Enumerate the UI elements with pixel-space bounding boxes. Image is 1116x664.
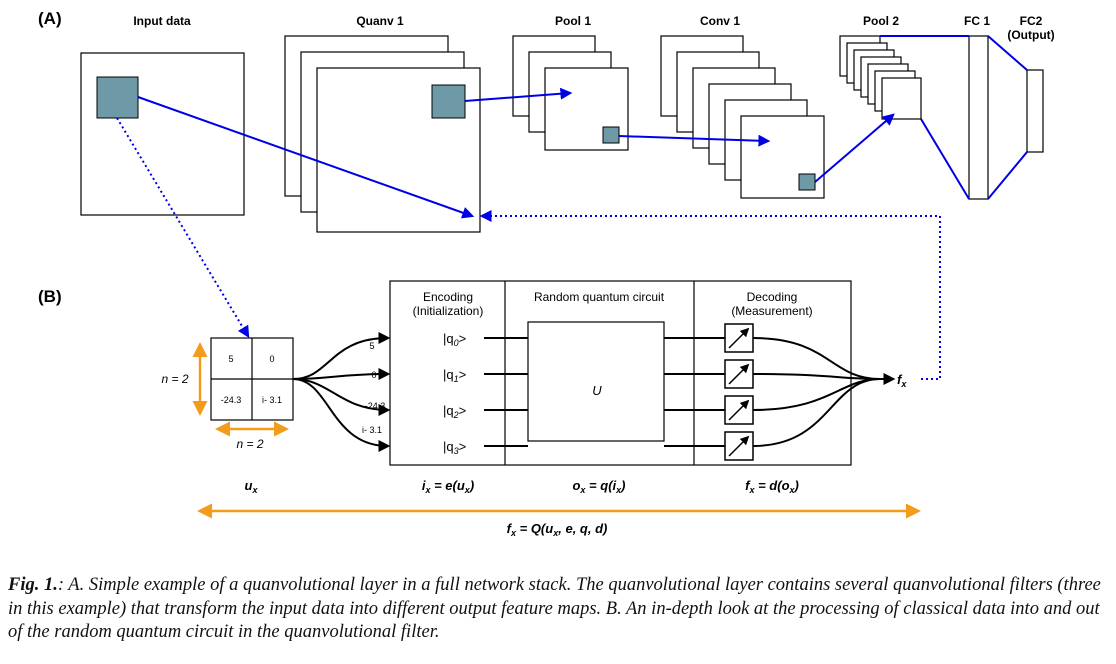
grid-cell-3: i- 3.1 (262, 395, 282, 405)
fc2-subtitle: (Output) (1007, 28, 1054, 42)
pool1-title: Pool 1 (555, 14, 591, 28)
wire-value-3: i- 3.1 (362, 425, 382, 435)
wire-value-2: -24.3 (365, 401, 386, 411)
caption-text: : A. Simple example of a quanvolutional … (8, 575, 1101, 642)
fc1-layer (968, 35, 989, 200)
conv1-to-pool2-arrow (814, 113, 895, 183)
measurement-meter-icon (724, 431, 754, 461)
encoding-title: Encoding (423, 290, 473, 304)
decoding-subtitle: (Measurement) (731, 304, 812, 318)
formula-fx: fx = d(ox) (745, 478, 799, 495)
grid-cell-0: 5 (228, 354, 233, 364)
wire-value-0: 5 (369, 341, 374, 351)
wire-value-1: 0 (371, 370, 376, 380)
panel-b-label: (B) (38, 287, 62, 306)
input-to-quanv-arrow (137, 96, 475, 219)
wire-out-1 (752, 373, 881, 380)
measurement-meter-icon (724, 323, 754, 353)
wire-out-0 (752, 337, 881, 380)
measurement-meter-icon (724, 359, 754, 389)
fc2-title: FC2 (1020, 14, 1043, 28)
patch-to-grid-dotted-arrow (116, 117, 250, 339)
wire-in-1 (292, 368, 391, 381)
random-circuit-title: Random quantum circuit (534, 290, 665, 304)
wire-in-3 (292, 378, 391, 452)
caption-lead: Fig. 1. (8, 575, 58, 595)
decoding-title: Decoding (747, 290, 798, 304)
pool2-fc1-bottom-line (920, 118, 970, 200)
encoding-subtitle: (Initialization) (413, 304, 484, 318)
output-fx-label: fx (897, 372, 907, 389)
qubit-label-3: |q3> (443, 439, 466, 456)
unitary-box (527, 321, 665, 442)
wire-out-3 (752, 378, 881, 447)
pool1-to-conv1-arrow (618, 134, 771, 147)
panel-a-label: (A) (38, 9, 62, 28)
formula-ix: ix = e(ux) (422, 478, 474, 495)
unitary-label: U (592, 383, 602, 398)
formula-ux: ux (245, 478, 259, 495)
grid-cell-2: -24.3 (221, 395, 242, 405)
pool1-patch (602, 126, 620, 144)
fc2-output-layer (1026, 69, 1044, 153)
formula-total: fx = Q(ux, e, q, d) (507, 521, 608, 538)
qubit-label-0: |q0> (443, 331, 466, 348)
fc1-fc2-top-line (987, 35, 1028, 71)
output-feedback-dotted-arrow (479, 210, 941, 380)
diagram: (A) Input data Quanv 1 Pool 1 Conv 1 Poo… (38, 9, 1055, 538)
wire-in-0 (292, 332, 391, 380)
pool2-title: Pool 2 (863, 14, 899, 28)
qubit-label-1: |q1> (443, 367, 466, 384)
figure-caption: Fig. 1.: A. Simple example of a quanvolu… (8, 574, 1110, 645)
grid-cell-1: 0 (269, 354, 274, 364)
input-patch (96, 76, 139, 119)
n-vertical-label: n = 2 (161, 372, 188, 386)
fc1-fc2-bottom-line (987, 151, 1028, 200)
conv1-patch (798, 173, 816, 191)
input-data-title: Input data (133, 14, 191, 28)
quanv1-patch (431, 84, 466, 119)
pool2-map-7 (881, 77, 922, 120)
quanv1-title: Quanv 1 (356, 14, 404, 28)
measurement-meter-icon (724, 395, 754, 425)
quanv-to-pool1-arrow (464, 87, 573, 102)
conv1-title: Conv 1 (700, 14, 740, 28)
wire-in-2 (292, 378, 391, 416)
qubit-label-2: |q2> (443, 403, 466, 420)
formula-ox: ox = q(ix) (572, 478, 625, 495)
n-horizontal-label: n = 2 (236, 437, 263, 451)
fc1-title: FC 1 (964, 14, 990, 28)
